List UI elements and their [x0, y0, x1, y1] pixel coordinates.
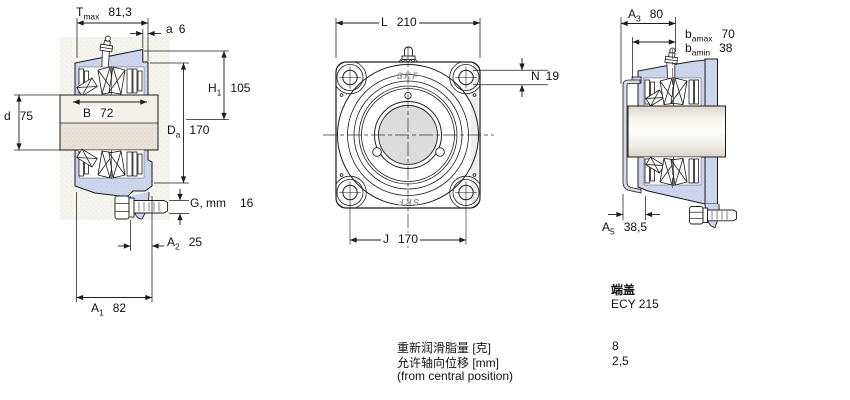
end-cover-designation: ECY 215 [611, 297, 659, 311]
regrease-quantity-label: 重新润滑脂量 [克] [397, 341, 492, 355]
right-view-dimensions [608, 17, 676, 220]
end-cover-plate [622, 79, 642, 194]
left-view-drawing [14, 18, 229, 302]
left-view-dimensions [14, 18, 229, 302]
skf-logo-top: SKF [397, 71, 420, 81]
mounting-bolt-right [689, 206, 737, 225]
end-cover-label: 端盖 [611, 283, 636, 297]
skf-logo-bottom: SKF [397, 197, 420, 207]
axial-displacement-value: 2,5 [612, 354, 629, 368]
mounting-bolt-left [114, 195, 168, 220]
axial-displacement-label: 允许轴向位移 [mm] [397, 356, 499, 370]
right-view-drawing [608, 17, 737, 228]
central-position-note: (from central position) [397, 369, 514, 383]
grease-fitting-front [398, 46, 419, 63]
front-view-drawing: SKF SKF [323, 18, 548, 248]
regrease-quantity-value: 8 [612, 339, 619, 353]
